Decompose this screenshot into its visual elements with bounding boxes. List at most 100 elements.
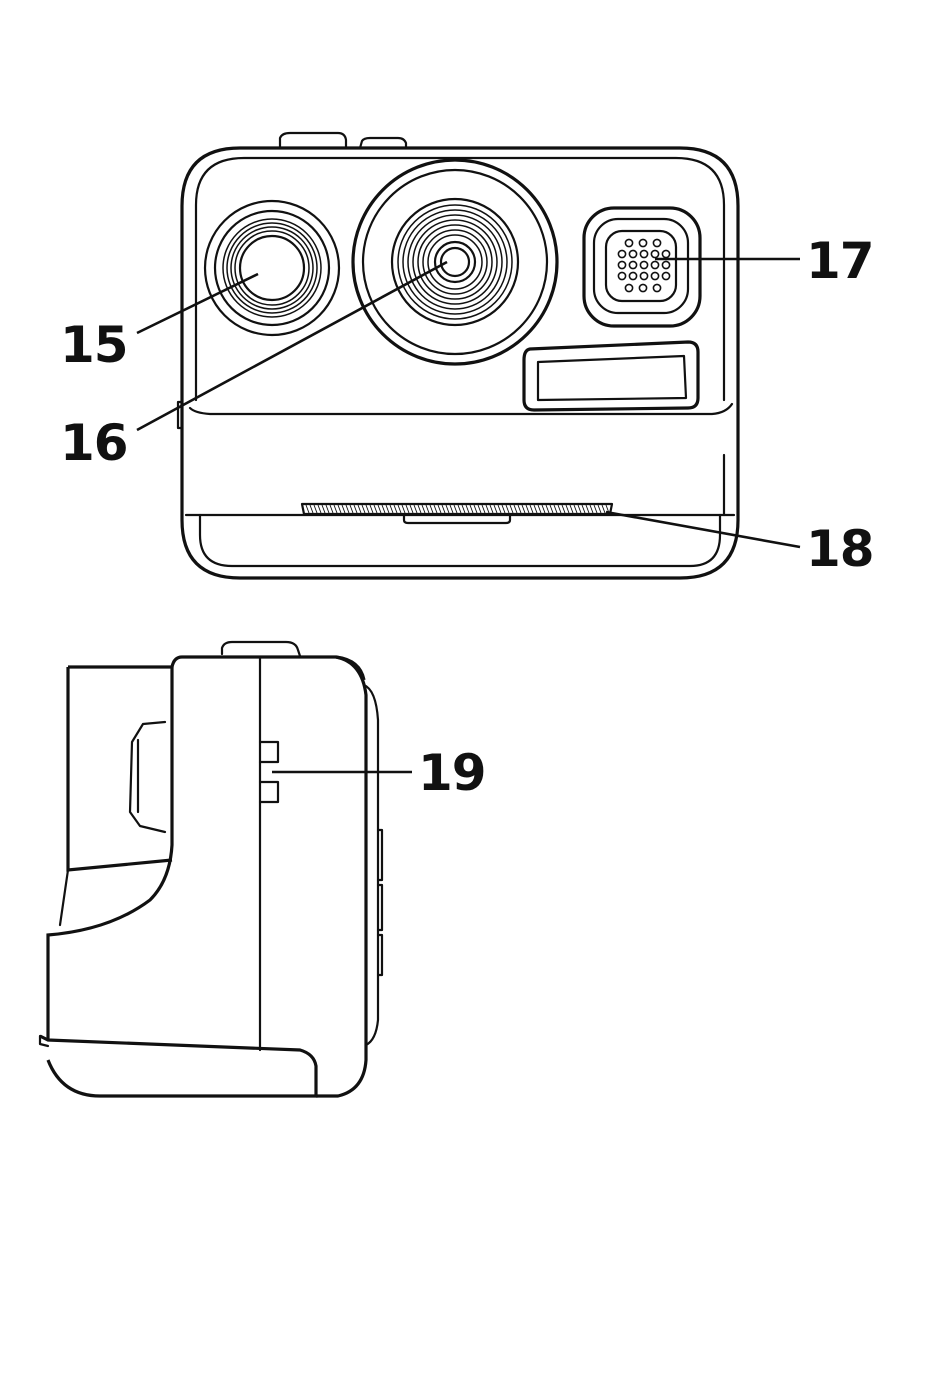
callout-label-15: 15 (60, 316, 128, 374)
slot-hatch-line (534, 505, 537, 513)
speaker-hole (618, 272, 625, 279)
slot-hatch-line (338, 505, 341, 513)
slot-hatch-line (554, 505, 557, 513)
slot-hatch-line (518, 505, 521, 513)
slot-hatch-line (386, 505, 389, 513)
slot-hatch-line (422, 505, 425, 513)
slot-hatch-line (378, 505, 381, 513)
slot-hatch-line (598, 505, 601, 513)
slot-hatch-line (310, 505, 313, 513)
slot-hatch-line (498, 505, 501, 513)
slot-hatch-line (414, 505, 417, 513)
speaker-hole (662, 272, 669, 279)
speaker-hole (662, 250, 669, 257)
slot-hatch-line (318, 505, 321, 513)
slot-hatch-line (326, 505, 329, 513)
slot-hatch-line (582, 505, 585, 513)
slot-hatch-line (442, 505, 445, 513)
slot-hatch-line (374, 505, 377, 513)
slot-hatch-line (438, 505, 441, 513)
speaker-hole (653, 239, 660, 246)
speaker-hole (629, 250, 636, 257)
slot-hatch-line (502, 505, 505, 513)
lens-icon (353, 160, 557, 364)
shutter-button-icon (280, 133, 346, 148)
speaker-hole (625, 284, 632, 291)
slot-hatch-line (342, 505, 345, 513)
speaker-hole (640, 250, 647, 257)
slot-hatch-line (306, 505, 309, 513)
slot-hatch-line (478, 505, 481, 513)
callout-label-17: 17 (806, 232, 874, 290)
slot-hatch-line (426, 505, 429, 513)
callout-line-18 (606, 512, 800, 547)
speaker-hole (618, 261, 625, 268)
slot-hatch-line (402, 505, 405, 513)
slot-hatch-line (370, 505, 373, 513)
slot-hatch-line (586, 505, 589, 513)
speaker-hole (639, 284, 646, 291)
speaker-icon (584, 208, 700, 326)
slot-hatch-line (346, 505, 349, 513)
speaker-hole (653, 284, 660, 291)
slot-hatch-line (590, 505, 593, 513)
speaker-hole (640, 261, 647, 268)
slot-hatch-line (410, 505, 413, 513)
callout-label-16: 16 (60, 414, 128, 472)
slot-hatch-line (494, 505, 497, 513)
slot-hatch-line (430, 505, 433, 513)
slot-hatch-line (514, 505, 517, 513)
slot-hatch-line (458, 505, 461, 513)
slot-hatch-line (398, 505, 401, 513)
slot-hatch-line (382, 505, 385, 513)
slot-hatch-line (358, 505, 361, 513)
slot-hatch-line (594, 505, 597, 513)
slot-hatch-line (454, 505, 457, 513)
slot-hatch-line (558, 505, 561, 513)
side-top-button-icon (222, 642, 300, 656)
side-view-camera (40, 642, 382, 1096)
slot-hatch-line (330, 505, 333, 513)
callout-label-19: 19 (418, 744, 486, 802)
slot-hatch-line (506, 505, 509, 513)
slot-hatch-line (314, 505, 317, 513)
slot-hatch-line (550, 505, 553, 513)
slot-hatch-line (562, 505, 565, 513)
slot-hatch-line (482, 505, 485, 513)
slot-hatch-line (522, 505, 525, 513)
slot-hatch-line (486, 505, 489, 513)
slot-hatch-line (350, 505, 353, 513)
callout-line-15 (137, 274, 258, 333)
viewfinder-window-icon (524, 342, 698, 410)
slot-hatch-line (434, 505, 437, 513)
callout-label-18: 18 (806, 520, 874, 578)
slot-hatch-line (362, 505, 365, 513)
speaker-hole (629, 261, 636, 268)
slot-hatch-line (546, 505, 549, 513)
speaker-hole (651, 250, 658, 257)
paper-slot-icon (302, 504, 612, 523)
slot-hatch-line (450, 505, 453, 513)
slot-hatch-line (530, 505, 533, 513)
flash-icon (205, 201, 339, 335)
slot-hatch-line (510, 505, 513, 513)
slot-hatch-line (578, 505, 581, 513)
slot-hatch-line (526, 505, 529, 513)
slot-hatch-line (406, 505, 409, 513)
slot-hatch-line (466, 505, 469, 513)
slot-hatch-line (354, 505, 357, 513)
slot-hatch-line (334, 505, 337, 513)
slot-hatch-line (566, 505, 569, 513)
slot-hatch-line (538, 505, 541, 513)
speaker-hole (639, 239, 646, 246)
slot-hatch-line (542, 505, 545, 513)
speaker-hole (625, 239, 632, 246)
slot-hatch-line (394, 505, 397, 513)
speaker-hole (651, 272, 658, 279)
speaker-hole (651, 261, 658, 268)
slot-hatch-line (390, 505, 393, 513)
slot-hatch-line (570, 505, 573, 513)
speaker-hole (640, 272, 647, 279)
